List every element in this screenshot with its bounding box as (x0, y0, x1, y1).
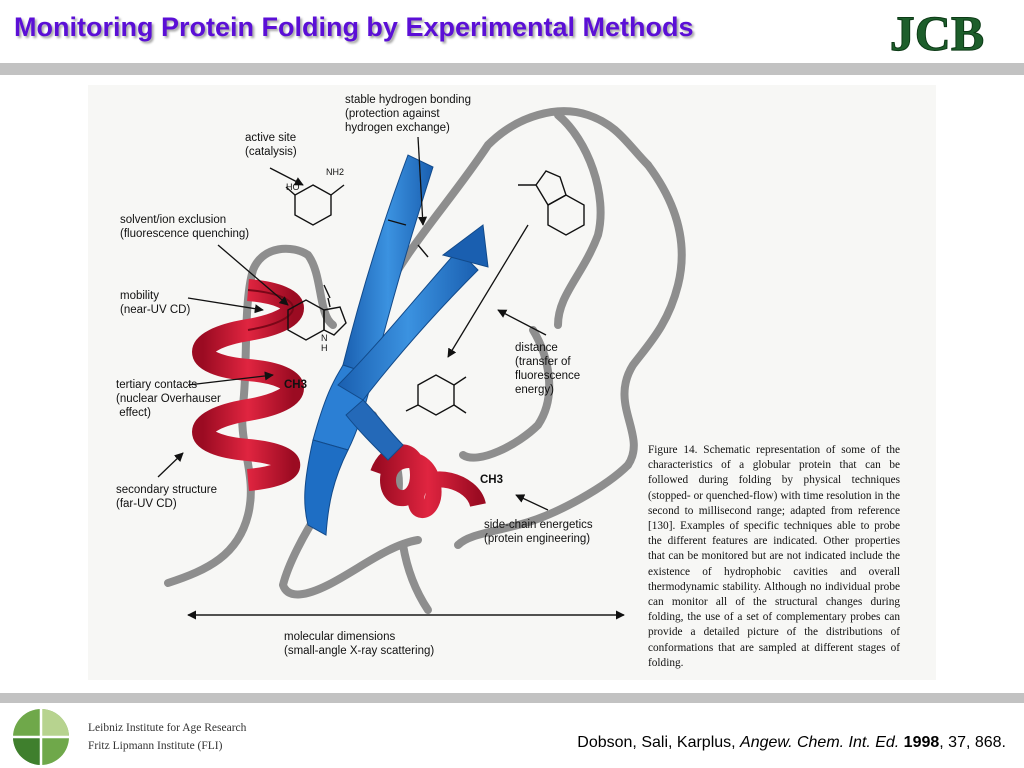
label-distance: distance (transfer of fluorescence energ… (515, 342, 581, 396)
figure-caption: Figure 14. Schematic representation of s… (648, 444, 900, 669)
label-mobility: mobility (near-UV CD) (120, 290, 191, 316)
label-nh2: NH2 (326, 167, 345, 177)
citation: Dobson, Sali, Karplus, Angew. Chem. Int.… (577, 734, 1006, 752)
jcb-logo: JCB (862, 4, 1012, 60)
top-divider-bar (0, 63, 1024, 75)
protein-ribbon-diagram (157, 107, 686, 620)
beta-strands (304, 154, 489, 536)
bottom-divider-bar (0, 693, 1024, 703)
citation-journal: Angew. Chem. Int. Ed. (740, 734, 900, 751)
protein-folding-figure: stable hydrogen bonding (protection agai… (88, 85, 936, 680)
slide-title: Monitoring Protein Folding by Experiment… (14, 12, 694, 42)
citation-authors: Dobson, Sali, Karplus, (577, 734, 741, 751)
label-ch3-methyl-b: CH3 (480, 474, 504, 486)
svg-text:JCB: JCB (890, 5, 984, 60)
label-nh-indole: N H (321, 333, 328, 353)
fli-institute-logo: Leibniz Institute for Age Research Fritz… (8, 706, 246, 766)
label-tertiary-contacts: tertiary contacts (nuclear Overhauser ef… (116, 379, 221, 419)
institute-name-line2: Fritz Lipmann Institute (FLI) (88, 740, 223, 752)
citation-volume-page: , 37, 868. (939, 734, 1006, 751)
label-solvent-exclusion: solvent/ion exclusion (fluorescence quen… (120, 214, 250, 240)
label-ch3-methyl-a: CH3 (284, 379, 308, 391)
label-active-site: active site (catalysis) (245, 132, 297, 158)
label-side-chain-energetics: side-chain energetics (protein engineeri… (484, 519, 593, 545)
label-secondary-structure: secondary structure (far-UV CD) (116, 484, 217, 510)
fli-circle-icon (13, 709, 69, 765)
chemical-groups (285, 170, 585, 416)
label-ho: HO (286, 182, 300, 192)
institute-name-line1: Leibniz Institute for Age Research (88, 722, 247, 734)
label-hydrogen-bonding: stable hydrogen bonding (protection agai… (345, 94, 471, 134)
label-molecular-dimensions: molecular dimensions (small-angle X-ray … (284, 631, 435, 657)
annotation-arrows (157, 136, 625, 620)
citation-year: 1998 (899, 734, 940, 751)
alpha-helix-bottom (370, 444, 486, 518)
